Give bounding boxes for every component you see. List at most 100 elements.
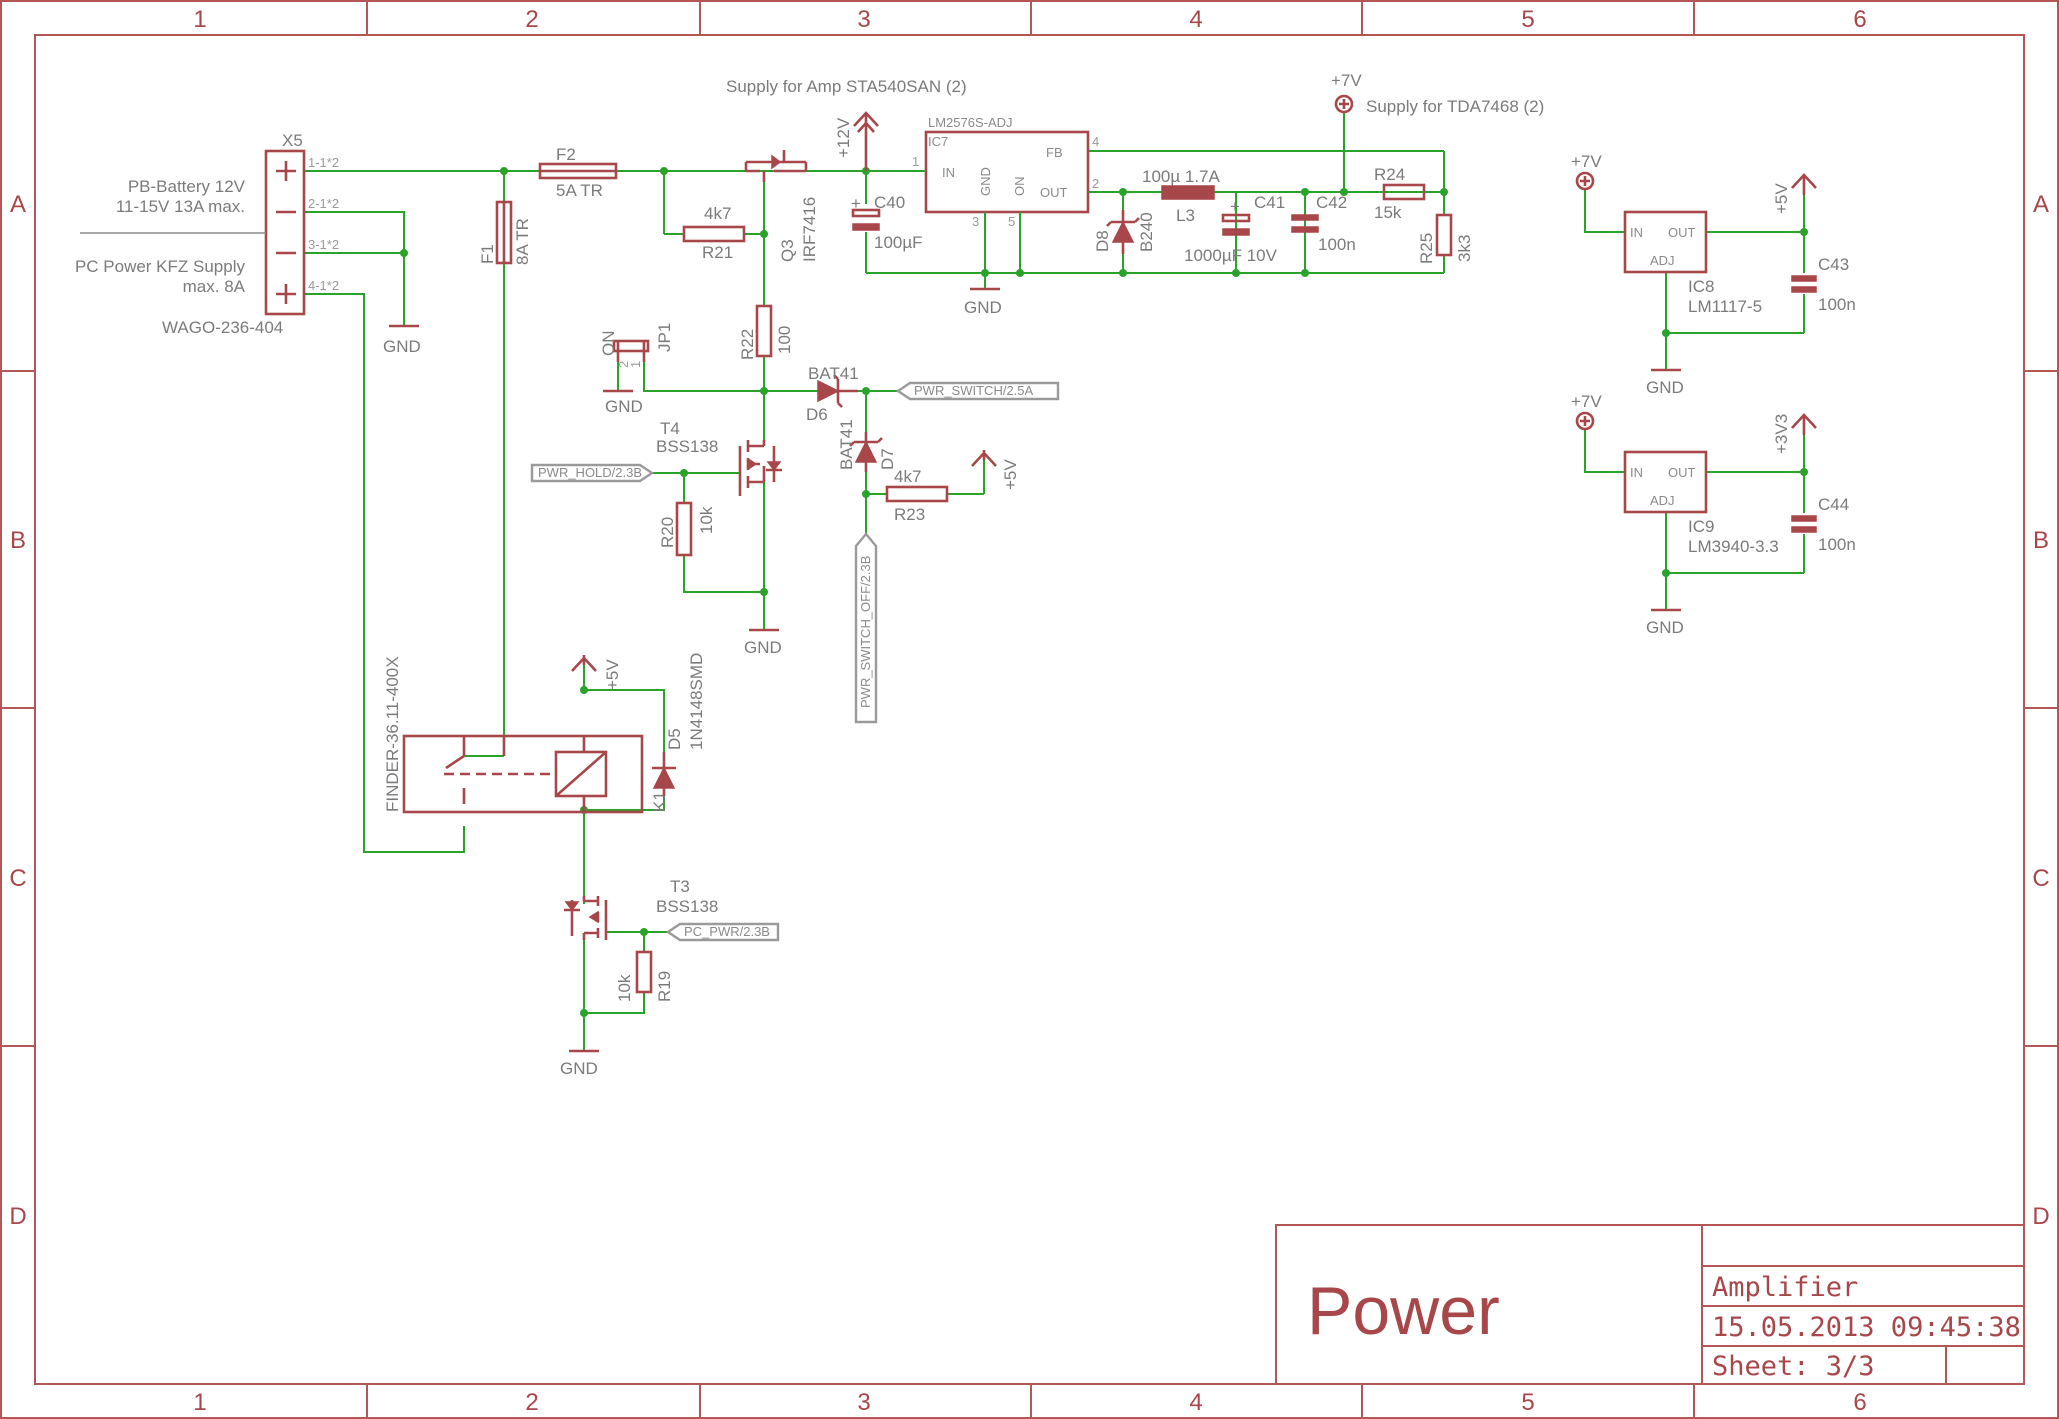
- part-name: T3: [670, 877, 690, 896]
- part-value: 15k: [1374, 203, 1402, 222]
- part-name: JP1: [655, 323, 674, 352]
- junctions: [400, 167, 1808, 1017]
- pin-number: 2: [1092, 176, 1099, 191]
- part-name: R23: [894, 505, 925, 524]
- part-name: D8: [1093, 230, 1112, 252]
- pin-adj: ADJ: [1650, 493, 1675, 508]
- pin-adj: ADJ: [1650, 253, 1675, 268]
- title-block: Power Amplifier 15.05.2013 09:45:38 Shee…: [1275, 1224, 2025, 1385]
- part-value: 10k: [615, 974, 634, 1002]
- mosfet-t4: T4 BSS138: [656, 419, 782, 496]
- part-value: B240: [1137, 212, 1156, 252]
- supply-5v-ic8: +5V: [1772, 173, 1817, 214]
- regulator-ic8: IN OUT ADJ IC8 LM1117-5: [1623, 210, 1762, 316]
- supply-12v: +12V Supply for Amp STA540SAN (2): [726, 77, 967, 171]
- resistor-r22: R22 100: [738, 304, 794, 360]
- connector-desc: max. 8A: [183, 277, 246, 296]
- gnd-label: GND: [744, 638, 782, 657]
- part-name: C41: [1254, 193, 1285, 212]
- net-label: PC_PWR/2.3B: [684, 924, 770, 939]
- pin-label: 1-1*2: [308, 155, 339, 170]
- column-labels-top: 1 2 3 4 5 6: [193, 6, 1866, 33]
- pin-label: 4-1*2: [308, 278, 339, 293]
- pin-label: 2-1*2: [308, 196, 339, 211]
- diode-d8: D8 B240: [1093, 210, 1156, 254]
- supply-label: +5V: [603, 659, 622, 690]
- supply-label: +5V: [1772, 183, 1791, 214]
- column-label: 2: [525, 6, 538, 33]
- net-label: PWR_SWITCH/2.5A: [914, 383, 1034, 398]
- relay-k1: FINDER-36.11-400X K1: [383, 656, 669, 814]
- part-value: BSS138: [656, 897, 718, 916]
- supply-7v-tda: +7V Supply for TDA7468 (2): [1331, 71, 1544, 116]
- part-name: C44: [1818, 495, 1849, 514]
- gnd-label: GND: [560, 1059, 598, 1078]
- row-label: A: [2033, 191, 2049, 218]
- supply-3v3-ic9: +3V3: [1772, 413, 1817, 454]
- connector-desc: PC Power KFZ Supply: [75, 257, 246, 276]
- part-name: F2: [556, 145, 576, 164]
- gnd-label: GND: [383, 337, 421, 356]
- gnd-label: GND: [605, 397, 643, 416]
- pin-number: 3: [972, 214, 979, 229]
- pin-out: OUT: [1668, 465, 1696, 480]
- part-value: 5A TR: [556, 181, 603, 200]
- part-name: L3: [1176, 206, 1195, 225]
- part-value: 3k3: [1455, 235, 1474, 262]
- net-label: PWR_HOLD/2.3B: [538, 465, 642, 480]
- jumper-jp1: ON 2 1 JP1: [599, 323, 674, 368]
- column-label: 3: [857, 1389, 870, 1416]
- supply-7v-ic8: +7V: [1571, 152, 1602, 191]
- diode-d5: D5 1N4148SMD: [652, 653, 706, 796]
- row-label: D: [9, 1203, 26, 1230]
- part-value: 100: [775, 326, 794, 354]
- resistor-r24: R24 15k: [1362, 165, 1426, 222]
- part-value: LM1117-5: [1688, 297, 1762, 316]
- resistor-r19: 10k R19: [615, 950, 674, 1002]
- ic-name: IC7: [928, 134, 948, 149]
- part-name: IC8: [1688, 277, 1714, 296]
- part-value: 8A TR: [513, 218, 532, 265]
- inductor-l3: 100µ 1.7A L3: [1142, 167, 1221, 225]
- pin-number: 2: [616, 361, 631, 368]
- supply-7v-ic9: +7V: [1571, 392, 1602, 431]
- net-label: PWR_SWITCH_OFF/2.3B: [858, 556, 873, 708]
- jumper-on: ON: [599, 331, 618, 357]
- part-name: T4: [660, 419, 680, 438]
- part-name: R19: [655, 971, 674, 1002]
- column-label: 4: [1189, 6, 1202, 33]
- gnd-label: GND: [1646, 618, 1684, 637]
- part-value: 1000µF 10V: [1184, 246, 1278, 265]
- net-label-pwr-hold: PWR_HOLD/2.3B: [530, 463, 655, 483]
- resistor-r23: 4k7 R23: [885, 467, 949, 524]
- supply-label: +3V3: [1772, 414, 1791, 454]
- ic-type: LM2576S-ADJ: [928, 115, 1013, 130]
- part-value: 1N4148SMD: [687, 653, 706, 750]
- fuse-f2: F2 5A TR: [538, 145, 618, 200]
- row-label: C: [2032, 865, 2049, 892]
- column-label: 1: [193, 1389, 206, 1416]
- row-label: B: [10, 527, 26, 554]
- part-name: F1: [478, 244, 497, 264]
- part-name: R24: [1374, 165, 1405, 184]
- row-label: B: [2033, 527, 2049, 554]
- date-time: 15.05.2013 09:45:38: [1712, 1312, 2021, 1343]
- column-label: 5: [1521, 1389, 1534, 1416]
- part-name: C40: [874, 193, 905, 212]
- supply-label: +5V: [1001, 459, 1020, 490]
- capacitor-c44: C44 100n: [1791, 495, 1856, 554]
- pin-number: 5: [1008, 214, 1015, 229]
- part-name: R22: [738, 329, 757, 360]
- diode-d6: BAT41 D6: [806, 364, 859, 424]
- supply-5v-relay: +5V: [571, 655, 622, 690]
- pin-out: OUT: [1040, 185, 1068, 200]
- supply-label: +7V: [1331, 71, 1362, 90]
- part-value: BAT41: [837, 419, 856, 470]
- part-value: 100n: [1318, 235, 1356, 254]
- connector-type: WAGO-236-404: [162, 318, 283, 337]
- part-name: R21: [702, 243, 733, 262]
- connector-desc: 11-15V 13A max.: [116, 197, 245, 216]
- column-labels-bottom: 1 2 3 4 5 6: [193, 1389, 1866, 1416]
- supply-desc: Supply for Amp STA540SAN (2): [726, 77, 967, 96]
